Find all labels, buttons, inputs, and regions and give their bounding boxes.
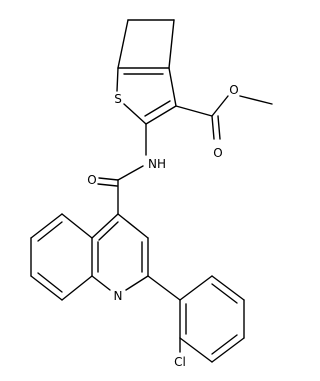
bond-ph4-ph3 <box>211 337 245 363</box>
methyl-ester-group: O O <box>175 83 273 160</box>
bond-ph6-ph5-double <box>211 283 238 304</box>
structure-canvas: S O O NH O N <box>30 19 273 369</box>
chlorine-label: Cl <box>174 355 186 369</box>
bond-c3-carbonyl <box>175 105 213 117</box>
bond-c4a-c4-double <box>98 221 119 241</box>
bond-ester-c-o <box>211 115 215 140</box>
bond-c4-c3q <box>117 213 149 239</box>
bond-c5-c6-double <box>37 221 63 242</box>
bond-c3-c2-double <box>144 100 171 117</box>
bond-ph3-ph2 <box>179 337 213 363</box>
bond-amide-c-o <box>98 177 119 181</box>
bond-c4a-c4 <box>91 213 119 239</box>
bond-amide-c-o-double <box>97 183 118 187</box>
bond-c3-c2 <box>145 105 177 125</box>
cyclopentane-ring <box>117 19 175 69</box>
thiophene-ring: S <box>114 67 177 125</box>
sulfur-label: S <box>114 92 122 106</box>
bond-c7-c8 <box>30 275 63 301</box>
bond-c7-c8-double <box>37 272 63 293</box>
bond-s-c6a <box>116 67 119 92</box>
chlorophenyl-ring: Cl <box>147 275 245 369</box>
amide-oxygen-label: O <box>87 173 96 187</box>
amide-group: NH O <box>87 123 166 215</box>
bond-ph4-ph3-double <box>211 334 238 355</box>
bond-nh-carbonyl <box>117 165 144 181</box>
bond-c1-c6a <box>117 19 129 69</box>
ether-oxygen-label: O <box>229 83 238 97</box>
bond-ph6-ph5 <box>211 275 245 301</box>
bond-c2q-n <box>125 275 149 291</box>
bond-c2q-phenyl <box>147 275 181 301</box>
bond-ester-c-o-double <box>217 115 221 140</box>
ester-carbonyl-oxygen-label: O <box>213 146 222 160</box>
nh-label: NH <box>148 157 166 171</box>
bond-o-methyl <box>239 95 273 105</box>
bond-n-c8a <box>91 275 111 291</box>
bond-ph1-ph6 <box>179 275 213 301</box>
bond-c4a-c5 <box>61 213 93 239</box>
bond-ester-c-oether <box>211 95 229 117</box>
bond-c3a-c3 <box>168 67 177 107</box>
bond-c8-c8a <box>61 275 93 301</box>
bond-c2-c3a <box>168 19 175 69</box>
quinoline-nitrogen-label: N <box>114 289 123 303</box>
bond-c5-c6 <box>30 213 63 239</box>
bond-c2-s <box>123 103 147 125</box>
quinoline-ring: N <box>30 213 149 303</box>
molecule-structure: S O O NH O N <box>30 19 273 369</box>
